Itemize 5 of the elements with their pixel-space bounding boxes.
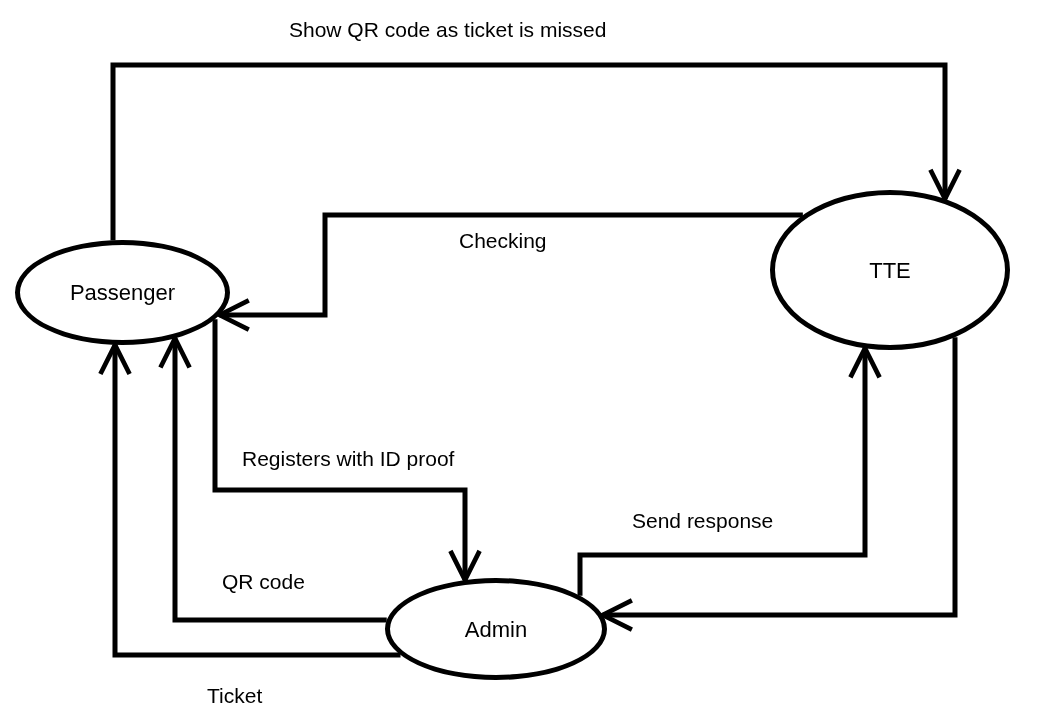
node-label: Passenger (69, 279, 176, 307)
connector-arrow (158, 336, 387, 623)
node-label: Admin (464, 615, 528, 644)
connector-arrow (110, 62, 962, 241)
node-label: TTE (869, 256, 911, 285)
